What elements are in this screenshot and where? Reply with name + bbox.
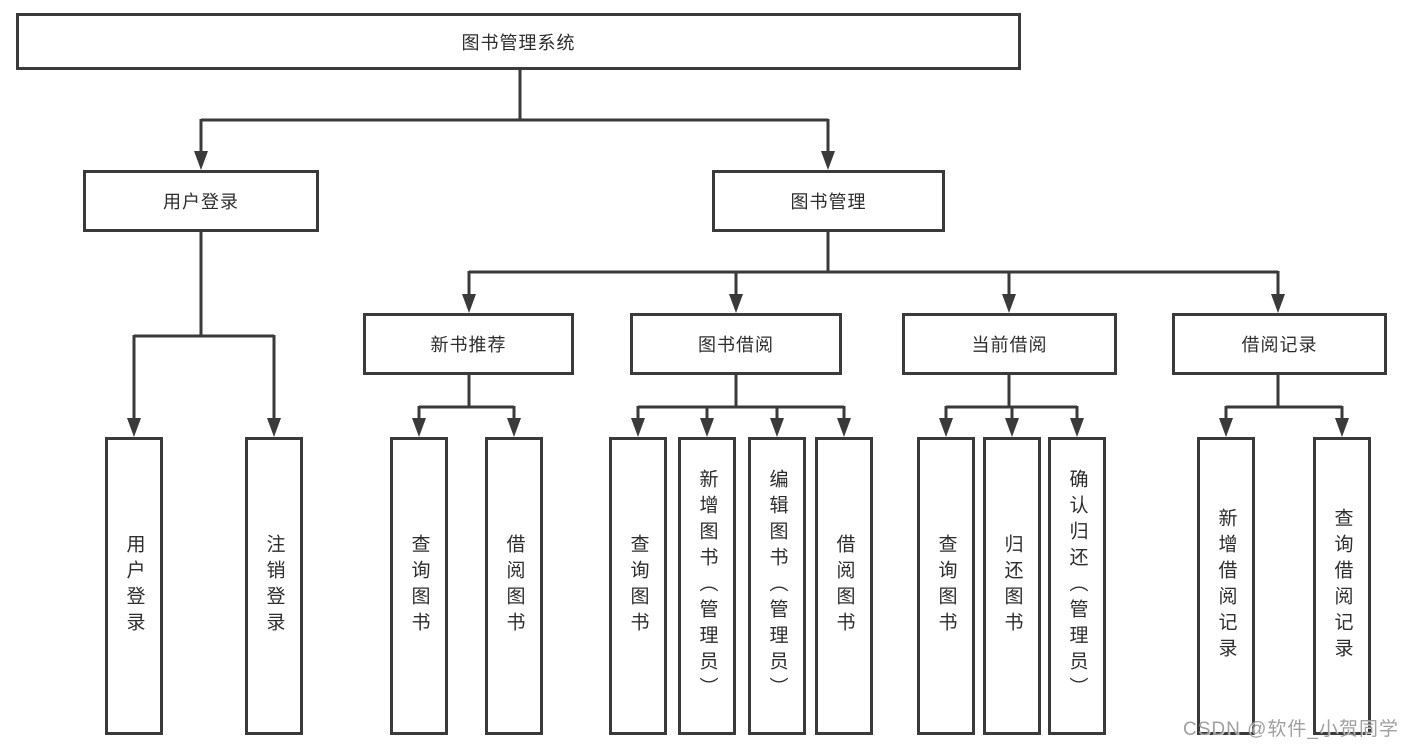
node-query-borrow-record: 查询借阅记录 xyxy=(1313,437,1371,735)
node-label: 确认归还（管理员） xyxy=(1066,469,1088,703)
node-label: 编辑图书（管理员） xyxy=(766,469,788,703)
csdn-watermark: CSDN @软件_小贺同学 xyxy=(1183,719,1399,740)
node-label: 注销登录 xyxy=(263,534,285,638)
node-borrowing-records: 借阅记录 xyxy=(1172,313,1387,375)
node-label: 查询借阅记录 xyxy=(1331,508,1353,664)
node-label: 用户登录 xyxy=(123,534,145,638)
node-edit-books-admin: 编辑图书（管理员） xyxy=(748,437,806,735)
node-user-login-group: 用户登录 xyxy=(83,170,319,232)
node-query-books-borrowing: 查询图书 xyxy=(609,437,667,735)
node-library-management-system: 图书管理系统 xyxy=(16,13,1021,70)
node-confirm-return-admin: 确认归还（管理员） xyxy=(1048,437,1106,735)
node-new-book-recommendation: 新书推荐 xyxy=(363,313,574,375)
node-add-borrow-record: 新增借阅记录 xyxy=(1197,437,1255,735)
node-label: 查询图书 xyxy=(935,534,957,638)
node-book-borrowing: 图书借阅 xyxy=(630,313,842,375)
node-label: 借阅图书 xyxy=(833,534,855,638)
node-borrow-books-recommend: 借阅图书 xyxy=(485,437,543,735)
node-logout: 注销登录 xyxy=(245,437,303,735)
node-return-books: 归还图书 xyxy=(983,437,1041,735)
node-query-books-current: 查询图书 xyxy=(917,437,975,735)
node-label: 新增借阅记录 xyxy=(1215,508,1237,664)
node-label: 新增图书（管理员） xyxy=(696,469,718,703)
node-label: 归还图书 xyxy=(1001,534,1023,638)
node-label: 查询图书 xyxy=(627,534,649,638)
node-book-management: 图书管理 xyxy=(712,170,945,232)
node-user-login: 用户登录 xyxy=(105,437,163,735)
node-label: 查询图书 xyxy=(408,534,430,638)
node-query-books-recommend: 查询图书 xyxy=(390,437,448,735)
node-borrow-books: 借阅图书 xyxy=(815,437,873,735)
node-add-books-admin: 新增图书（管理员） xyxy=(678,437,736,735)
node-current-borrowing: 当前借阅 xyxy=(902,313,1117,375)
node-label: 借阅图书 xyxy=(503,534,525,638)
